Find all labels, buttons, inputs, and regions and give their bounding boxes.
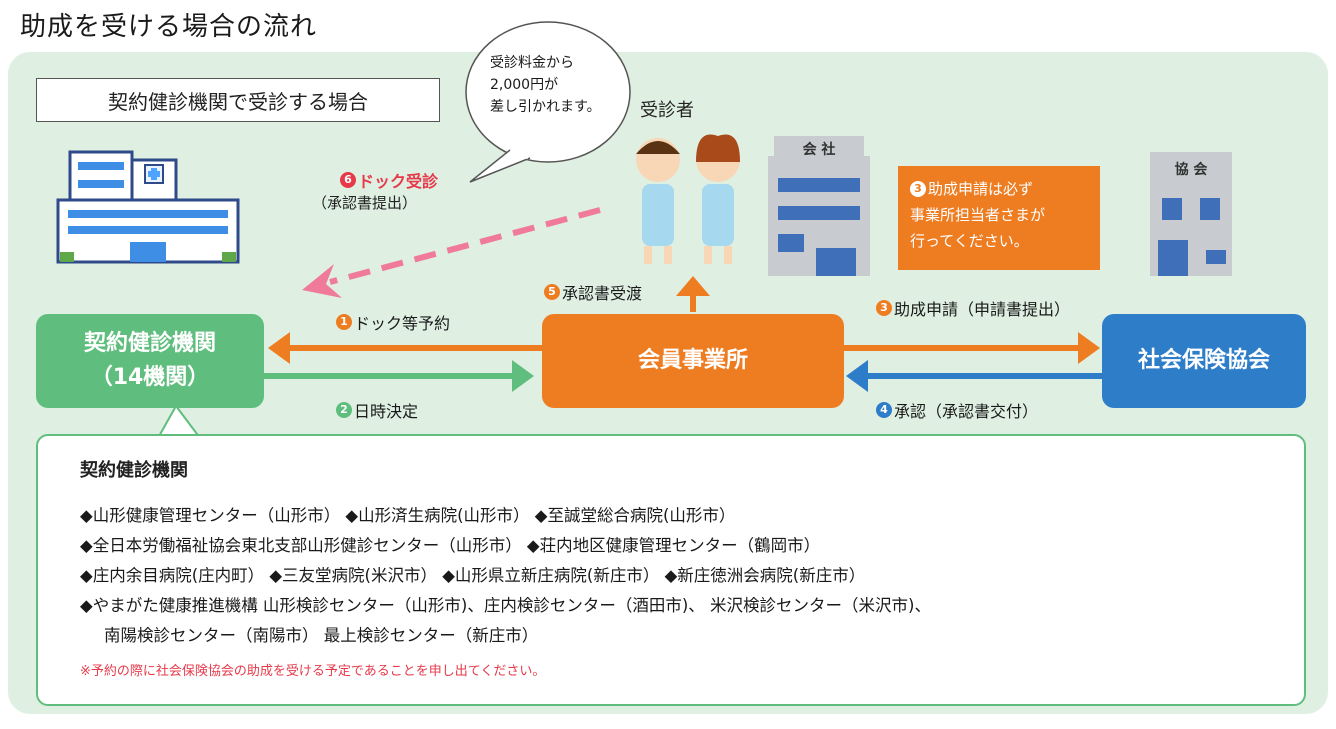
arrow-reservation [268,332,542,364]
clinic-list-row: ◆山形健康管理センター（山形市） ◆山形済生病院(山形市） ◆至誠堂総合病院(山… [80,506,736,525]
clinic-node: 契約健診機関 （14機関） [36,314,264,408]
step2-label: 2 日時決定 [336,398,418,422]
arrow-subsidy-application [844,332,1100,364]
step5-number: 5 [544,284,560,300]
page-title: 助成を受ける場合の流れ [20,12,318,42]
note-box: 3 助成申請は必ず 事業所担当者さまが 行ってください。 [898,166,1100,270]
clinic-list-row: ◆やまがた健康推進機構 山形検診センター（山形市)、庄内検診センター（酒田市)、… [80,596,931,615]
hospital-icon [56,150,240,264]
step5-text: 承認書受渡 [562,284,643,303]
step5-label: 5 承認書受渡 [544,280,642,304]
note-number: 3 [910,181,926,197]
clinic-node-line1: 契約健診機関 [83,331,216,356]
step3-text: 助成申請（申請書提出） [894,300,1071,319]
step6-sub: （承認書提出） [312,194,418,212]
company-sign: 会 社 [803,141,836,158]
reservation-note: ※予約の際に社会保険協会の助成を受ける予定であることを申し出てください。 [80,664,546,679]
bubble-line: 差し引かれます。 [490,99,601,115]
patients-icon [636,134,740,264]
association-node: 社会保険協会 [1102,314,1306,408]
step3-label: 3 助成申請（申請書提出） [876,296,1070,320]
step6-label: 6 ドック受診 [340,168,438,192]
step3-number: 3 [876,300,892,316]
step4-label: 4 承認（承認書交付） [876,398,1038,422]
speech-bubble-text: 受診料金から 2,000円が 差し引かれます。 [490,52,601,118]
association-sign: 協 会 [1175,161,1209,178]
case-label: 契約健診機関で受診する場合 [36,78,440,122]
step1-number: 1 [336,314,352,330]
association-label: 社会保険協会 [1137,348,1270,373]
company-building-icon: 会 社 [768,136,870,276]
arrow-approval [846,360,1102,392]
note-line: 行ってください。 [910,232,1029,250]
member-office-node: 会員事業所 [542,314,844,408]
clinic-list-row: 南陽検診センター（南陽市） 最上検診センター（新庄市） [104,626,539,645]
association-building-icon: 協 会 [1150,152,1232,276]
speech-bubble [465,21,631,183]
step4-text: 承認（承認書交付） [894,402,1039,421]
clinic-list-box [36,434,1306,706]
step6-text: ドック受診 [358,172,439,191]
bubble-line: 受診料金から [490,55,574,71]
member-office-label: 会員事業所 [637,348,748,373]
note-line: 助成申請は必ず [928,180,1034,198]
arrow-approval-handover [676,276,710,312]
step2-text: 日時決定 [354,402,419,421]
step1-label: 1 ドック等予約 [336,310,450,334]
arrow-date-decided [264,360,534,392]
step2-number: 2 [336,402,352,418]
clinic-list-row: ◆庄内余目病院(庄内町） ◆三友堂病院(米沢市） ◆山形県立新庄病院(新庄市） … [80,566,866,585]
step4-number: 4 [876,402,892,418]
step6-number: 6 [340,172,356,188]
clinic-node-line2: （14機関） [90,365,210,390]
arrow-dock-visit [302,207,601,298]
note-line: 事業所担当者さまが [910,206,1046,224]
clinic-list-heading: 契約健診機関 [80,460,188,481]
bubble-line: 2,000円が [490,77,559,93]
patient-label: 受診者 [640,100,694,121]
clinic-list-row: ◆全日本労働福祉協会東北支部山形健診センター（山形市） ◆荘内地区健康管理センタ… [80,536,821,555]
step1-text: ドック等予約 [354,314,451,333]
